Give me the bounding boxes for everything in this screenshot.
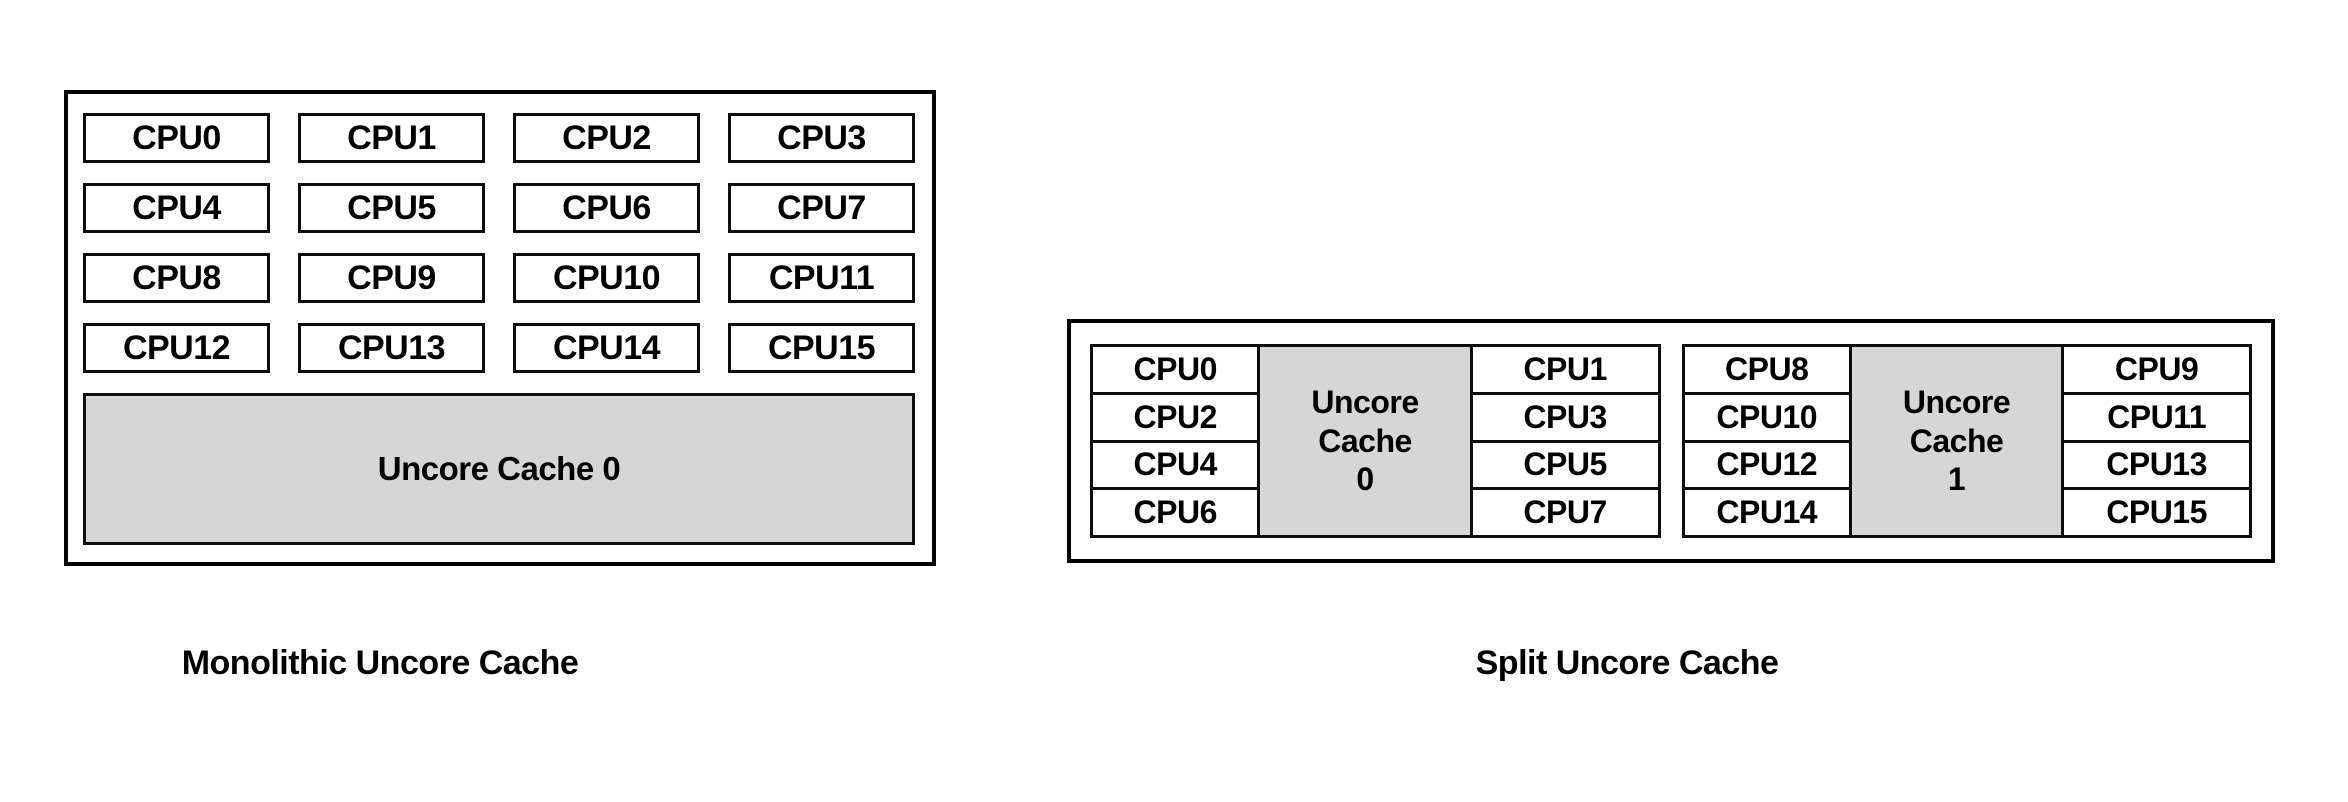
cpu-box: CPU6 xyxy=(1089,487,1261,538)
cpu-box: CPU5 xyxy=(1469,439,1661,491)
cpu-box: CPU10 xyxy=(1681,391,1852,443)
uncore-cache-0-box: Uncore Cache 0 xyxy=(83,393,915,545)
cpu-box: CPU7 xyxy=(728,183,915,233)
uncore-cache-0-box: Uncore Cache 0 xyxy=(1257,344,1473,538)
cpu-box: CPU2 xyxy=(1089,391,1261,443)
cpu-box: CPU4 xyxy=(1089,439,1261,491)
cpu-box: CPU0 xyxy=(1089,344,1261,395)
cpu-box: CPU9 xyxy=(2061,344,2252,395)
cpu-box: CPU14 xyxy=(1681,487,1852,538)
cpu-box: CPU11 xyxy=(728,253,915,303)
cpu-box: CPU9 xyxy=(298,253,485,303)
cpu-box: CPU12 xyxy=(1681,439,1852,491)
monolithic-diagram: CPU0 CPU1 CPU2 CPU3 CPU4 CPU5 CPU6 CPU7 … xyxy=(64,90,936,566)
uncore-cache-1-box: Uncore Cache 1 xyxy=(1848,344,2065,538)
cpu-box: CPU15 xyxy=(2061,487,2252,538)
cpu-box: CPU3 xyxy=(1469,391,1661,443)
split-diagram: CPU0 Uncore Cache 0 CPU1 CPU2 CPU3 CPU4 … xyxy=(1067,319,2275,563)
cpu-box: CPU10 xyxy=(513,253,700,303)
cpu-box: CPU8 xyxy=(83,253,270,303)
cpu-box: CPU14 xyxy=(513,323,700,373)
cpu-box: CPU5 xyxy=(298,183,485,233)
cpu-box: CPU4 xyxy=(83,183,270,233)
uncore-cache-0-label: Uncore Cache 0 xyxy=(1311,384,1419,498)
split-caption: Split Uncore Cache xyxy=(1475,644,1779,682)
cpu-box: CPU15 xyxy=(728,323,915,373)
cpu-box: CPU1 xyxy=(298,113,485,163)
cpu-box: CPU0 xyxy=(83,113,270,163)
cpu-box: CPU3 xyxy=(728,113,915,163)
monolithic-cpu-grid: CPU0 CPU1 CPU2 CPU3 CPU4 CPU5 CPU6 CPU7 … xyxy=(83,113,915,373)
cpu-box: CPU2 xyxy=(513,113,700,163)
monolithic-caption: Monolithic Uncore Cache xyxy=(181,644,579,682)
cpu-box: CPU11 xyxy=(2061,391,2252,443)
cpu-box: CPU8 xyxy=(1681,344,1852,395)
cpu-box: CPU13 xyxy=(298,323,485,373)
cpu-box: CPU1 xyxy=(1469,344,1661,395)
cpu-box: CPU12 xyxy=(83,323,270,373)
split-cluster-1: CPU8 Uncore Cache 1 CPU9 CPU10 CPU11 CPU… xyxy=(1681,344,2253,538)
uncore-cache-1-label: Uncore Cache 1 xyxy=(1902,384,2011,498)
cpu-box: CPU6 xyxy=(513,183,700,233)
cpu-box: CPU7 xyxy=(1469,487,1661,538)
split-cluster-0: CPU0 Uncore Cache 0 CPU1 CPU2 CPU3 CPU4 … xyxy=(1089,344,1661,538)
cpu-box: CPU13 xyxy=(2061,439,2252,491)
